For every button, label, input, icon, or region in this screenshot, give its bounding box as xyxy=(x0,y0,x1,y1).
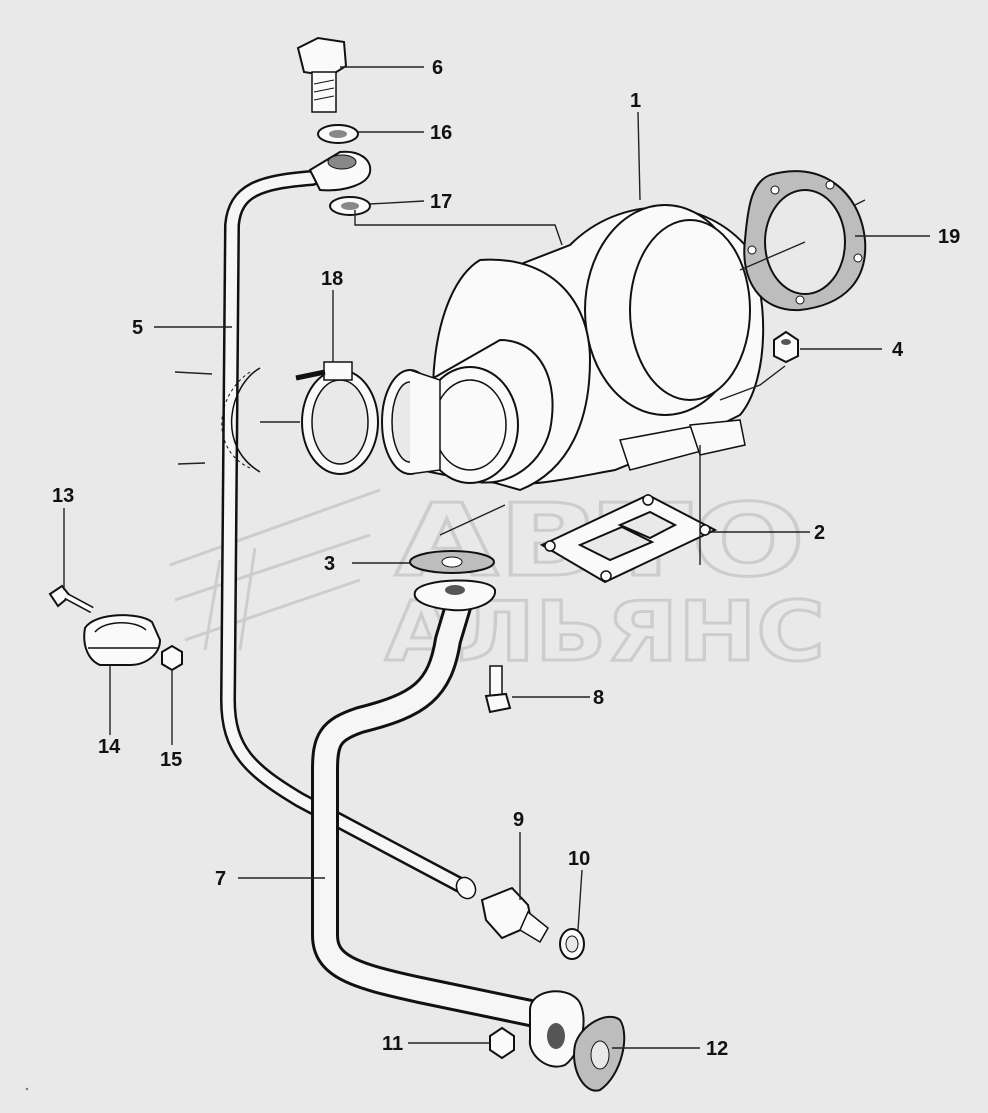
clip-nut xyxy=(161,644,183,672)
oil-return-pipe xyxy=(311,595,543,1029)
banjo-fitting xyxy=(308,150,372,192)
callout-12: 12 xyxy=(706,1038,728,1060)
intake-sleeve xyxy=(381,369,441,475)
callout-8: 8 xyxy=(593,687,604,709)
watermark-logo-icon xyxy=(169,488,381,651)
callout-1: 1 xyxy=(630,90,641,112)
callout-6: 6 xyxy=(432,57,443,79)
exhaust-gasket-square xyxy=(539,493,718,584)
oil-drain-flange xyxy=(413,579,496,612)
flange-gasket-round xyxy=(743,170,867,312)
callout-17: 17 xyxy=(430,191,452,213)
clip-bolt xyxy=(48,584,94,614)
callout-18: 18 xyxy=(321,268,343,290)
callout-7: 7 xyxy=(215,868,226,890)
oil-supply-pipe xyxy=(219,170,477,900)
callout-11: 11 xyxy=(382,1033,403,1055)
callout-2: 2 xyxy=(814,522,825,544)
callout-9: 9 xyxy=(513,809,524,831)
flange-bolt xyxy=(484,665,512,714)
banjo-bolt xyxy=(296,36,348,113)
union-fitting xyxy=(480,886,549,944)
callout-16: 16 xyxy=(430,122,452,144)
leader-lines xyxy=(63,66,930,1049)
oil-drain-gasket xyxy=(409,550,495,574)
pipe-clip xyxy=(83,614,162,666)
return-flange-gasket xyxy=(573,1015,626,1092)
callout-13: 13 xyxy=(52,485,74,507)
callout-19: 19 xyxy=(938,226,960,248)
callout-labels: 1 2 3 4 5 6 7 8 9 10 11 12 13 14 15 16 1… xyxy=(52,57,960,1060)
hose-clamp xyxy=(295,361,379,475)
callout-5: 5 xyxy=(132,317,143,339)
flange-nut xyxy=(489,1026,515,1060)
hex-nut-upper xyxy=(773,330,799,364)
engine-intake-outline xyxy=(221,367,261,473)
turbocharger-body xyxy=(418,204,765,492)
callout-3: 3 xyxy=(324,553,335,575)
callout-15: 15 xyxy=(160,749,182,771)
callout-4: 4 xyxy=(892,339,904,361)
callout-10: 10 xyxy=(568,848,590,870)
callout-14: 14 xyxy=(98,736,121,758)
scan-speck xyxy=(25,1087,29,1091)
watermark: АВТО АЛЬЯНС xyxy=(169,481,827,682)
